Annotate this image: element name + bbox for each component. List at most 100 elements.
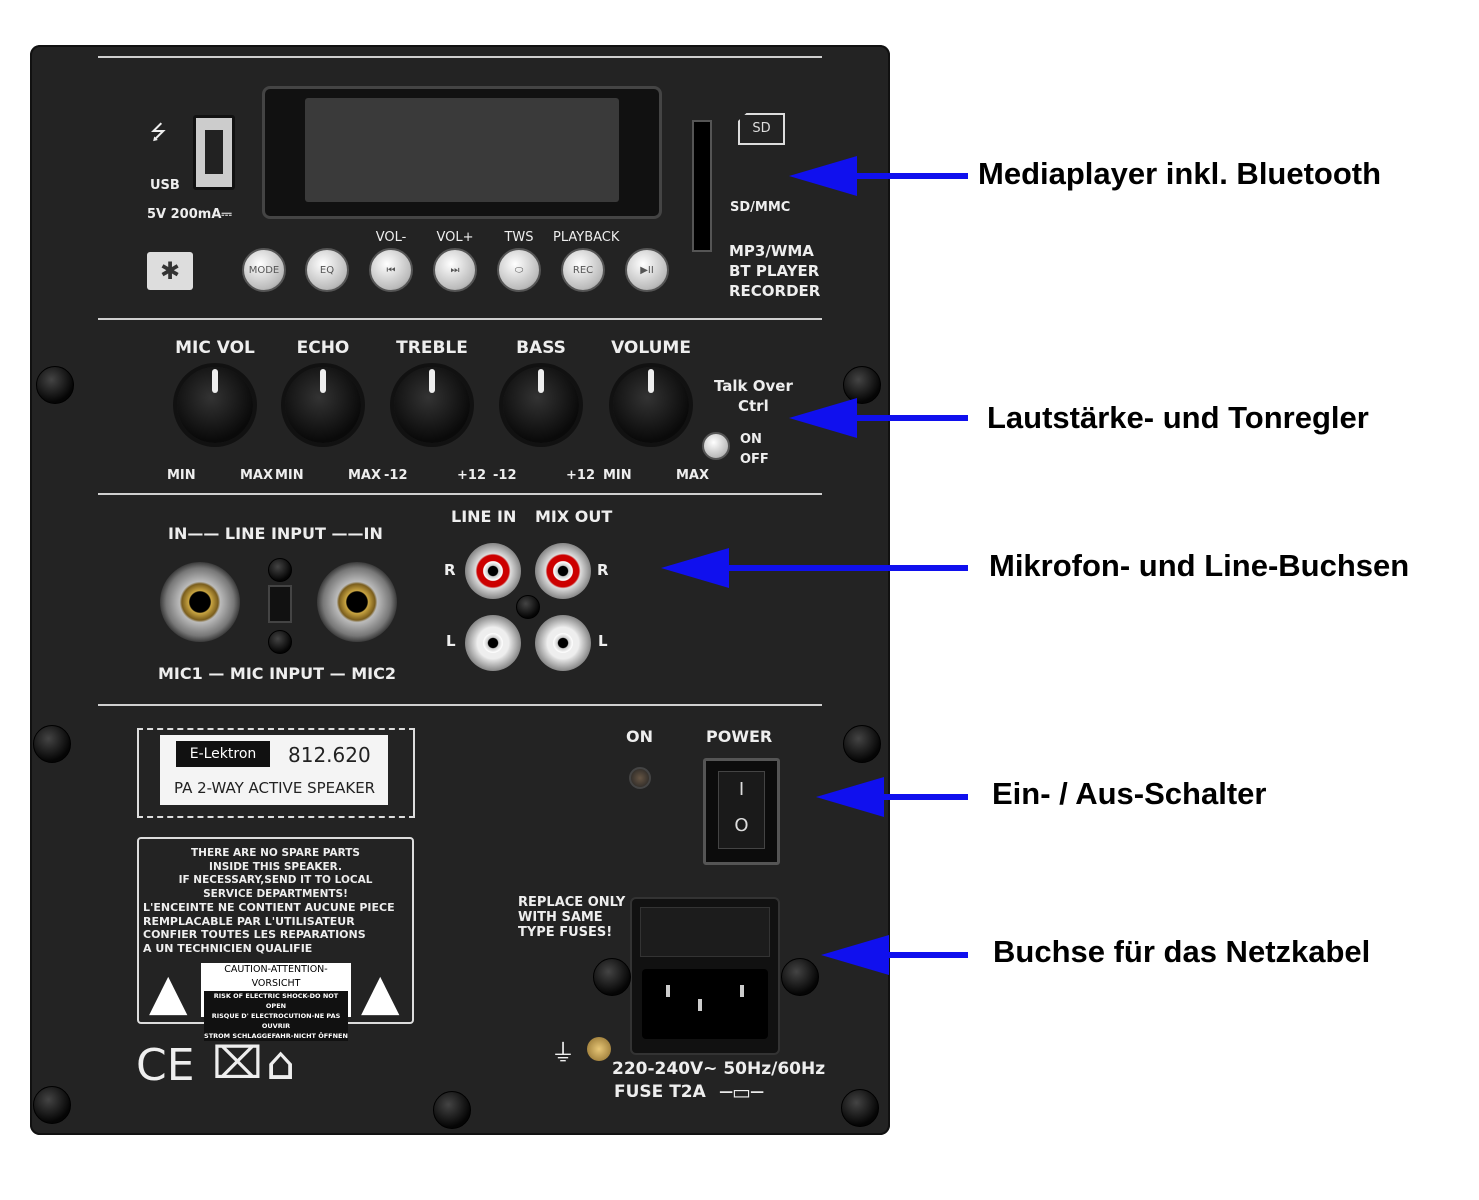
fuse-symbol-icon: ─▭─ xyxy=(720,1080,763,1104)
knob-2[interactable] xyxy=(394,367,470,443)
screw xyxy=(516,595,540,619)
annotation-arrow xyxy=(661,548,968,588)
line-in-label: LINE IN xyxy=(451,507,517,526)
usb-port[interactable] xyxy=(193,115,235,190)
fuse-drawer[interactable] xyxy=(640,907,770,957)
power-led xyxy=(629,767,651,789)
player-label: RECORDER xyxy=(729,282,821,300)
player-label: BT PLAYER xyxy=(729,262,820,280)
knob-label: MIC VOL xyxy=(175,338,255,358)
scale-max-label: +12 xyxy=(566,468,595,483)
product-label-frame xyxy=(137,728,415,818)
talk-off-label: OFF xyxy=(740,452,769,467)
media-button-0[interactable]: MODE xyxy=(242,248,286,292)
scale-min-label: MIN xyxy=(275,468,304,483)
product-label: E-Lektron 812.620 PA 2-WAY ACTIVE SPEAKE… xyxy=(160,735,388,805)
media-button-4[interactable]: ⬭ xyxy=(497,248,541,292)
annotation-arrow xyxy=(789,156,968,196)
fuse-note: REPLACE ONLY xyxy=(518,895,626,910)
line-input-label: IN—— LINE INPUT ——IN xyxy=(168,524,383,543)
l-label: L xyxy=(598,632,608,650)
screw xyxy=(268,558,292,582)
power-label: POWER xyxy=(706,727,773,746)
product-description: PA 2-WAY ACTIVE SPEAKER xyxy=(174,779,376,797)
divider xyxy=(98,318,822,320)
knob-1[interactable] xyxy=(285,367,361,443)
ground-terminal xyxy=(587,1037,611,1061)
talk-over-label: Talk Over xyxy=(714,377,793,395)
annotation-mediaplayer: Mediaplayer inkl. Bluetooth xyxy=(978,156,1382,191)
r-label: R xyxy=(597,561,609,579)
fuse-note: TYPE FUSES! xyxy=(518,925,613,940)
knob-0[interactable] xyxy=(177,367,253,443)
weee-bin-icon: ⌧ xyxy=(212,1038,263,1089)
screw xyxy=(843,725,881,763)
media-button-2[interactable]: ⏮ xyxy=(369,248,413,292)
rca-mix-out-r[interactable] xyxy=(535,543,591,599)
talk-over-button[interactable] xyxy=(702,432,730,460)
media-button-caption: PLAYBACK xyxy=(553,230,620,245)
scale-max-label: MAX xyxy=(676,468,710,483)
combo-jack-mic2[interactable] xyxy=(317,562,397,642)
exclamation-warning-icon: ▲ xyxy=(361,963,400,1021)
usb-symbol-icon: ⭍ xyxy=(150,120,167,144)
scale-max-label: +12 xyxy=(457,468,486,483)
media-button-6[interactable]: ▶II xyxy=(625,248,669,292)
annotation-arrow xyxy=(789,398,968,438)
talk-over-ctrl-label: Ctrl xyxy=(738,397,769,415)
screw xyxy=(841,1089,879,1127)
divider xyxy=(98,56,822,58)
media-button-caption: VOL+ xyxy=(436,230,474,245)
media-button-1[interactable]: EQ xyxy=(305,248,349,292)
l-label: L xyxy=(446,632,456,650)
divider xyxy=(98,704,822,706)
annotation-power-inlet: Buchse für das Netzkabel xyxy=(993,934,1371,969)
rca-mix-out-l[interactable] xyxy=(535,615,591,671)
sd-card-slot[interactable] xyxy=(692,120,712,252)
screw xyxy=(593,958,631,996)
knob-3[interactable] xyxy=(503,367,579,443)
mic-input-label: MIC1 — MIC INPUT — MIC2 xyxy=(158,664,396,683)
screw xyxy=(268,630,292,654)
input-selector-switch[interactable] xyxy=(268,585,292,623)
caution-box: CAUTION-ATTENTION-VORSICHT RISK OF ELECT… xyxy=(201,963,351,1041)
voltage-label: 220-240V~ 50Hz/60Hz xyxy=(612,1059,826,1079)
brand-logo: E-Lektron xyxy=(176,741,270,767)
sd-mmc-label: SD/MMC xyxy=(730,200,791,215)
iec-power-inlet[interactable] xyxy=(630,897,780,1055)
fuse-rating-label: FUSE T2A xyxy=(614,1082,706,1102)
scale-max-label: MAX xyxy=(240,468,274,483)
scale-min-label: MIN xyxy=(603,468,632,483)
rca-line-in-l[interactable] xyxy=(465,615,521,671)
talk-on-label: ON xyxy=(740,432,762,447)
media-button-3[interactable]: ⏭ xyxy=(433,248,477,292)
usb-label: USB xyxy=(150,178,180,193)
combo-jack-mic1[interactable] xyxy=(160,562,240,642)
power-on-label: ON xyxy=(626,727,653,746)
r-label: R xyxy=(444,561,456,579)
knob-label: ECHO xyxy=(296,338,350,358)
screw xyxy=(781,958,819,996)
screw xyxy=(843,366,881,404)
annotation-controls: Lautstärke- und Tonregler xyxy=(987,400,1369,435)
media-button-caption: VOL- xyxy=(375,230,407,245)
bluetooth-icon: ✱ xyxy=(147,252,193,290)
screw xyxy=(36,366,74,404)
knob-label: TREBLE xyxy=(396,338,468,358)
annotation-arrow xyxy=(821,935,968,975)
sd-icon: SD xyxy=(738,113,785,145)
screw xyxy=(33,725,71,763)
scale-max-label: MAX xyxy=(348,468,382,483)
annotation-jacks: Mikrofon- und Line-Buchsen xyxy=(989,548,1410,583)
media-button-5[interactable]: REC xyxy=(561,248,605,292)
fuse-note: WITH SAME xyxy=(518,910,603,925)
rca-line-in-r[interactable] xyxy=(465,543,521,599)
annotation-arrow xyxy=(816,777,968,817)
annotation-power-switch: Ein- / Aus-Schalter xyxy=(992,776,1267,811)
usb-power-label: 5V 200mA⎓ xyxy=(147,207,232,222)
knob-4[interactable] xyxy=(613,367,689,443)
